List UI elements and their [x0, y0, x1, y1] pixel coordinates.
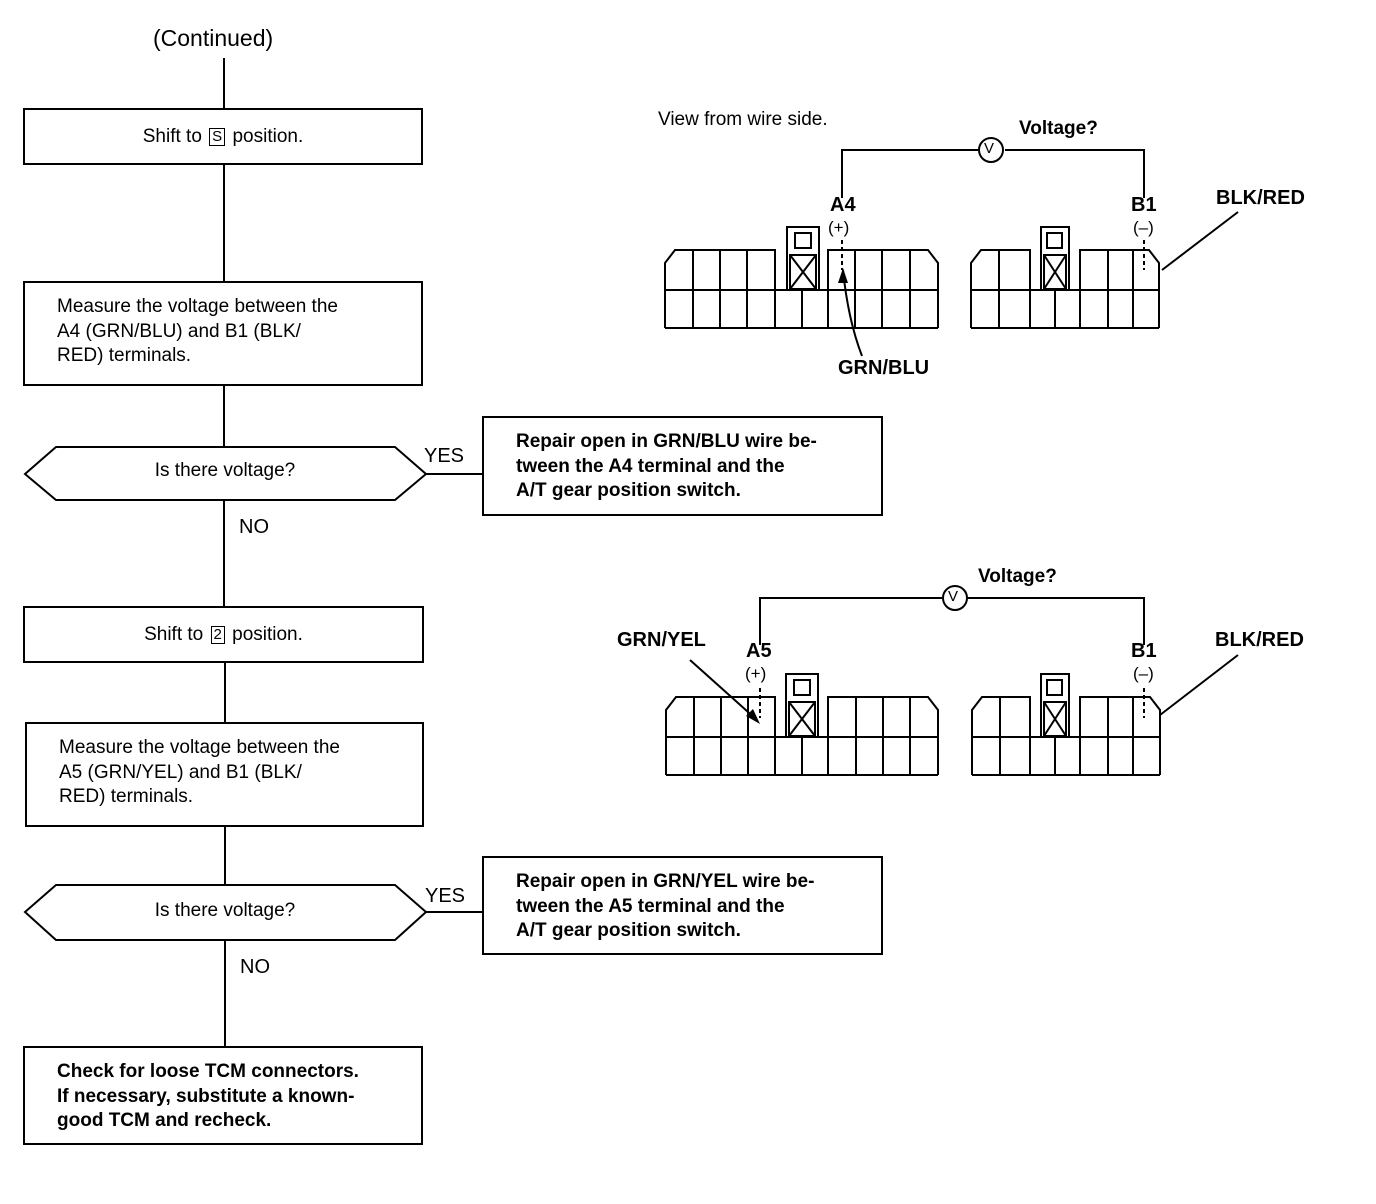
pin-b1-label-2: B1	[1131, 640, 1157, 662]
pin-a5-label: A5	[746, 640, 772, 662]
voltmeter-icon	[942, 585, 968, 611]
no-label-1: NO	[239, 516, 269, 538]
2-position-key: 2	[210, 625, 225, 644]
continued-label: (Continued)	[153, 25, 274, 51]
decision-diamond	[23, 884, 428, 941]
voltmeter-icon	[978, 137, 1004, 163]
wire-blk-red-label-1: BLK/RED	[1216, 187, 1305, 209]
pin-b1-sign-1: (–)	[1133, 218, 1154, 237]
shift-s-step: Shift to S position.	[23, 108, 423, 165]
pin-b1-sign-2: (–)	[1133, 664, 1154, 683]
check-tcm-box: Check for loose TCM connectors. If neces…	[23, 1046, 423, 1145]
meter-lead	[968, 597, 1145, 645]
step-text: Shift to S position.	[142, 125, 304, 147]
voltage-label-2: Voltage?	[978, 566, 1057, 587]
meter-lead	[1005, 149, 1145, 198]
wire-blk-red-label-2: BLK/RED	[1215, 629, 1304, 651]
step-text: Shift to 2 position.	[144, 623, 303, 645]
measure-a4-step: Measure the voltage between the A4 (GRN/…	[23, 281, 423, 386]
repair-grn-yel-box: Repair open in GRN/YEL wire be- tween th…	[482, 856, 883, 955]
wire-grn-blu-label: GRN/BLU	[838, 357, 930, 379]
meter-lead	[841, 149, 978, 198]
meter-lead	[759, 597, 942, 645]
pin-a5-sign: (+)	[745, 664, 767, 683]
wire-grn-yel-label: GRN/YEL	[617, 629, 706, 651]
connector-diagram-2	[665, 585, 1239, 776]
yes-label-1: YES	[424, 445, 465, 467]
measure-a5-step: Measure the voltage between the A5 (GRN/…	[25, 722, 424, 827]
yes-label-2: YES	[425, 885, 466, 907]
connector-a-outline	[665, 696, 776, 775]
pin-b1-label-1: B1	[1131, 194, 1157, 216]
decision-diamond	[23, 446, 428, 501]
decision-1-text: Is there voltage?	[154, 460, 296, 481]
meter-symbol-1: V	[984, 140, 995, 157]
s-position-key: S	[209, 127, 226, 146]
voltage-label-1: Voltage?	[1019, 118, 1098, 139]
repair-grn-blu-box: Repair open in GRN/BLU wire be- tween th…	[482, 416, 883, 516]
pin-a4-label: A4	[830, 194, 856, 216]
decision-2-text: Is there voltage?	[154, 900, 296, 921]
connector-diagram-1	[664, 137, 1239, 357]
no-label-2: NO	[240, 956, 270, 978]
connector-a-outline	[664, 249, 776, 328]
pin-a4-sign: (+)	[828, 218, 850, 237]
meter-symbol-2: V	[948, 588, 959, 605]
shift-2-step: Shift to 2 position.	[23, 606, 424, 663]
view-note: View from wire side.	[658, 109, 828, 130]
